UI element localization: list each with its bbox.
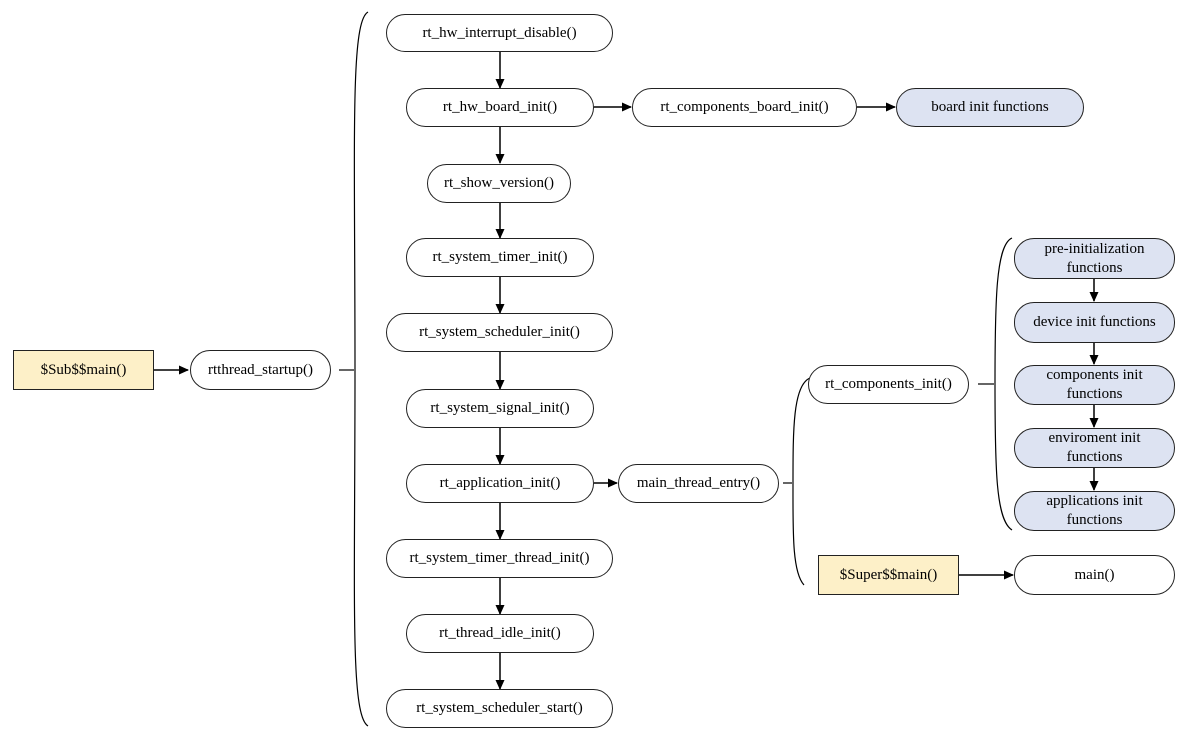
- main-thread-entry-node: main_thread_entry(): [618, 464, 779, 503]
- board-init-functions-node: board init functions: [896, 88, 1084, 127]
- components-init-node: rt_components_init(): [808, 365, 969, 404]
- system-scheduler-start-node: rt_system_scheduler_start(): [386, 689, 613, 728]
- pre-initialization-functions-node: pre-initialization functions: [1014, 238, 1175, 279]
- components-board-init-node: rt_components_board_init(): [632, 88, 857, 127]
- thread-idle-init-node: rt_thread_idle_init(): [406, 614, 594, 653]
- sub-main-node: $Sub$$main(): [13, 350, 154, 390]
- brace-main-thread-entry: [792, 377, 811, 586]
- system-timer-init-node: rt_system_timer_init(): [406, 238, 594, 277]
- brace-components-init: [994, 237, 1013, 531]
- system-scheduler-init-node: rt_system_scheduler_init(): [386, 313, 613, 352]
- application-init-node: rt_application_init(): [406, 464, 594, 503]
- rtthread-startup-node: rtthread_startup(): [190, 350, 331, 390]
- environment-init-functions-node: enviroment init functions: [1014, 428, 1175, 468]
- device-init-functions-node: device init functions: [1014, 302, 1175, 343]
- hw-interrupt-disable-node: rt_hw_interrupt_disable(): [386, 14, 613, 52]
- show-version-node: rt_show_version(): [427, 164, 571, 203]
- hw-board-init-node: rt_hw_board_init(): [406, 88, 594, 127]
- brace-startup: [353, 11, 369, 727]
- system-signal-init-node: rt_system_signal_init(): [406, 389, 594, 428]
- system-timer-thread-init-node: rt_system_timer_thread_init(): [386, 539, 613, 578]
- super-main-node: $Super$$main(): [818, 555, 959, 595]
- applications-init-functions-node: applications init functions: [1014, 491, 1175, 531]
- components-init-functions-node: components init functions: [1014, 365, 1175, 405]
- main-node: main(): [1014, 555, 1175, 595]
